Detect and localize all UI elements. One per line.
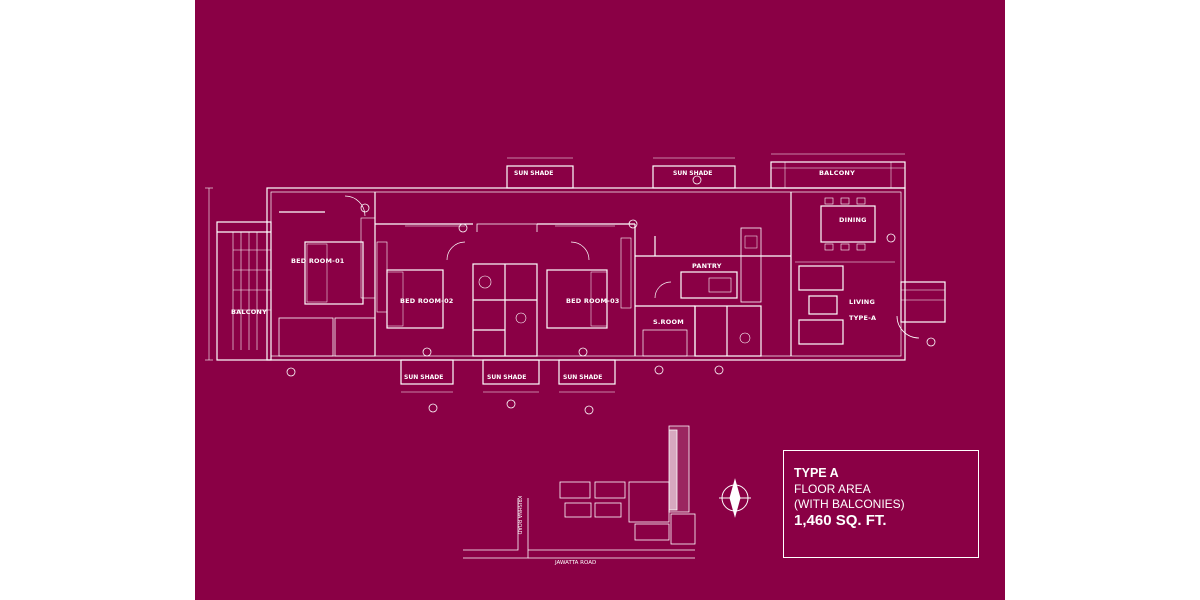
coffee-table <box>808 295 838 315</box>
sun-shade-bottom-2-box <box>482 359 540 385</box>
sun-shade-bottom-2: SUN SHADE <box>487 374 527 381</box>
inner-wall <box>270 191 902 357</box>
floor-plan-drawing <box>205 153 946 559</box>
sun-shade-bottom-3-box <box>558 359 616 385</box>
unit-type: TYPE A <box>794 466 839 480</box>
sun-shade-bottom-3: SUN SHADE <box>563 374 603 381</box>
dining-table <box>820 205 876 243</box>
pantry-label: PANTRY <box>692 262 722 270</box>
balcony-right-label: BALCONY <box>819 169 855 177</box>
s-room-bed <box>642 329 688 357</box>
sun-shade-top-2: SUN SHADE <box>673 170 713 177</box>
bed-room-03-label: BED ROOM-03 <box>566 297 620 305</box>
type-a-room-label: TYPE-A <box>849 314 877 322</box>
sun-shade-top-1: SUN SHADE <box>514 170 554 177</box>
balcony-left-label: BALCONY <box>231 308 267 316</box>
s-room-label: S.ROOM <box>653 318 684 326</box>
balcony-side-right <box>900 281 946 323</box>
sun-shade-bottom-1: SUN SHADE <box>404 374 444 381</box>
bed-room-02-label: BED ROOM-02 <box>400 297 454 305</box>
sun-shade-bottom-1-box <box>400 359 454 385</box>
site-plan <box>463 425 696 559</box>
pantry-counter <box>680 271 738 299</box>
dining-label: DINING <box>839 216 867 224</box>
bed-room-01-label: BED ROOM-01 <box>291 257 345 265</box>
unit-info-box: TYPE A FLOOR AREA (WITH BALCONIES) 1,460… <box>783 450 979 558</box>
left-balcony <box>216 221 272 361</box>
bed-1 <box>304 241 364 305</box>
living-label: LIVING <box>849 298 875 306</box>
floor-area-value: 1,460 SQ. FT. <box>794 512 887 529</box>
sun-shade-top-1-box <box>506 165 574 189</box>
with-balconies-label: (WITH BALCONIES) <box>794 497 905 511</box>
sofa-top <box>798 265 844 291</box>
toilet-right <box>694 305 762 357</box>
floor-area-label: FLOOR AREA <box>794 482 871 496</box>
krishna-road-label: KRISHNA ROAD <box>516 496 522 535</box>
sofa-bottom <box>798 319 844 345</box>
floor-plan-canvas: BED ROOM-01 BED ROOM-02 BED ROOM-03 PANT… <box>195 0 1005 600</box>
sun-shade-top-2-box <box>652 165 736 189</box>
balcony-top-right <box>770 161 906 189</box>
north-arrow-icon <box>719 478 751 518</box>
jawatta-road-label: JAWATTA ROAD <box>555 560 597 566</box>
